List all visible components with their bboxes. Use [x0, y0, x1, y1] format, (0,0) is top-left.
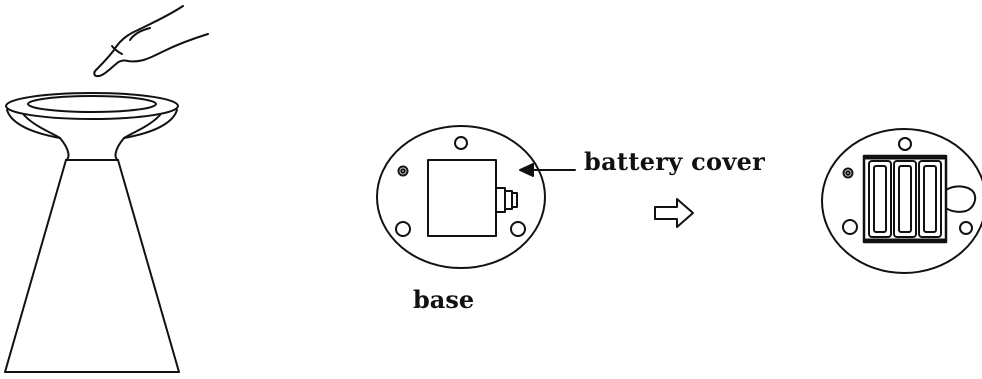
touch-lamp-icon	[4, 92, 180, 373]
battery-compartment-icon	[821, 128, 982, 274]
battery-cover-icon	[427, 159, 497, 237]
battery-cover-label: battery cover	[584, 147, 766, 176]
hand-icon	[93, 5, 209, 78]
lamp-base-icon	[376, 125, 546, 269]
hollow-right-arrow-icon	[654, 198, 694, 228]
battery-cover-pointer	[519, 163, 576, 177]
base-label: base	[413, 285, 475, 314]
